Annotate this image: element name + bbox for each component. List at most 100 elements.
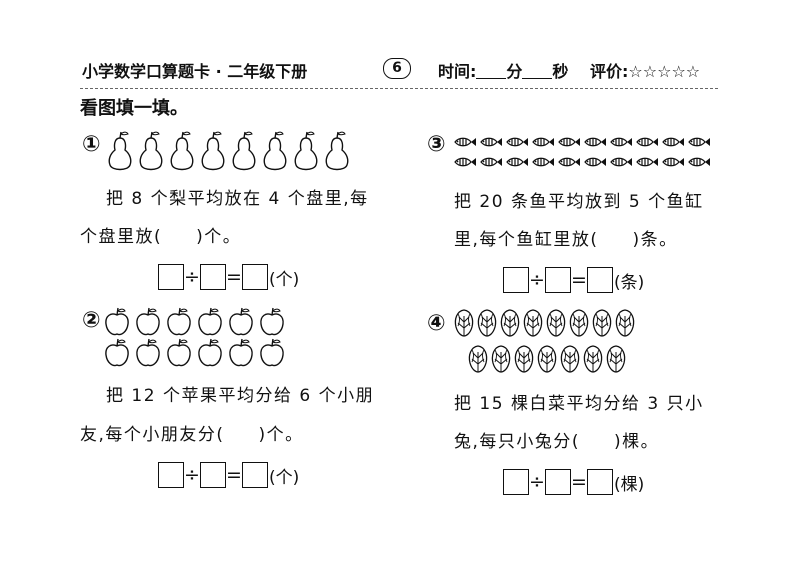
dividend-box[interactable] — [503, 469, 529, 495]
quotient-box[interactable] — [242, 264, 268, 290]
rating-stars[interactable]: ☆☆☆☆☆ — [628, 62, 701, 81]
apple-icon — [105, 307, 129, 336]
cabbage-icon — [500, 309, 520, 337]
cabbage-icon — [546, 309, 566, 337]
quotient-box[interactable] — [587, 469, 613, 495]
fish-icon — [584, 137, 607, 147]
divisor-box[interactable] — [200, 462, 226, 488]
division-sign: ÷ — [529, 269, 545, 291]
fish-icon — [610, 137, 633, 147]
fish-icon — [532, 137, 555, 147]
division-sign: ÷ — [184, 266, 200, 288]
apple-icon — [136, 307, 160, 336]
quotient-box[interactable] — [587, 267, 613, 293]
problem-4-text-line2: 兔,每只小兔分( )棵。 — [454, 431, 659, 453]
minute-unit: 分 — [506, 62, 523, 81]
cabbage-icon — [468, 345, 488, 373]
unit-label: (个) — [269, 467, 300, 488]
fish-icon — [506, 137, 529, 147]
seconds-blank[interactable] — [522, 64, 553, 79]
problem-4-equation: ÷ = (棵) — [503, 467, 644, 497]
divisor-box[interactable] — [200, 264, 226, 290]
apple-icon — [136, 338, 160, 367]
pear-icon — [108, 131, 132, 171]
pear-icon — [325, 131, 349, 171]
cabbage-icon — [569, 309, 589, 337]
problem-2-number: ② — [82, 308, 101, 333]
cabbage-icon — [514, 345, 534, 373]
problem-1-text-after: )个。 — [196, 227, 242, 247]
apple-icon — [167, 307, 191, 336]
worksheet-title: 小学数学口算题卡 · 二年级下册 — [82, 62, 308, 81]
cabbage-icon — [615, 309, 635, 337]
cabbage-icon — [523, 309, 543, 337]
division-sign: ÷ — [529, 471, 545, 493]
unit-label: (个) — [269, 269, 300, 290]
fish-icon — [480, 137, 503, 147]
pear-icon — [294, 131, 318, 171]
dividend-box[interactable] — [158, 462, 184, 488]
problem-1-equation: ÷ = (个) — [158, 262, 299, 292]
rating-label: 评价: — [590, 62, 629, 81]
fish-icon — [480, 157, 503, 167]
cabbage-icon — [477, 309, 497, 337]
problem-4-text-before: 兔,每只小兔分( — [454, 432, 581, 452]
fish-icon — [584, 157, 607, 167]
problem-2-text-after: )个。 — [258, 425, 304, 445]
problem-4-text-line1: 把 15 棵白菜平均分给 3 只小 — [454, 394, 704, 414]
cabbage-icon — [491, 345, 511, 373]
time-field: 时间:分秒 — [438, 58, 568, 82]
fish-icon — [636, 157, 659, 167]
fish-icon — [662, 137, 685, 147]
header-divider — [80, 88, 718, 89]
apple-icon — [198, 338, 222, 367]
dividend-box[interactable] — [158, 264, 184, 290]
minutes-blank[interactable] — [476, 64, 507, 79]
problem-4-text-after: )棵。 — [614, 432, 660, 452]
unit-label: (条) — [614, 272, 645, 293]
fish-icon — [688, 137, 711, 147]
fish-icon — [688, 157, 711, 167]
equals-sign: = — [226, 464, 242, 486]
problem-1-text-line1: 把 8 个梨平均放在 4 个盘里,每 — [106, 189, 369, 209]
problem-3-number: ③ — [427, 132, 446, 157]
problem-4-number: ④ — [427, 311, 446, 336]
equals-sign: = — [571, 471, 587, 493]
divisor-box[interactable] — [545, 267, 571, 293]
apple-icon — [260, 307, 284, 336]
problem-3-text-after: )条。 — [632, 230, 678, 250]
problem-2-text-before: 友,每个小朋友分( — [80, 425, 225, 445]
pear-icon — [232, 131, 256, 171]
pear-icon — [139, 131, 163, 171]
cabbage-icon — [606, 345, 626, 373]
dividend-box[interactable] — [503, 267, 529, 293]
problem-3-text-line2: 里,每个鱼缸里放( )条。 — [454, 229, 678, 251]
problem-3-equation: ÷ = (条) — [503, 265, 644, 295]
fish-icon — [454, 157, 477, 167]
fish-icon — [636, 137, 659, 147]
divisor-box[interactable] — [545, 469, 571, 495]
problem-1-text-line2: 个盘里放()个。 — [80, 226, 241, 248]
apple-icon — [229, 338, 253, 367]
apple-icon — [167, 338, 191, 367]
fish-icon — [532, 157, 555, 167]
quotient-box[interactable] — [242, 462, 268, 488]
apple-icon — [229, 307, 253, 336]
problem-3-text-before: 里,每个鱼缸里放( — [454, 230, 599, 250]
fish-icon — [662, 157, 685, 167]
cabbage-icon — [454, 309, 474, 337]
apple-icon — [105, 338, 129, 367]
equals-sign: = — [226, 266, 242, 288]
unit-label: (棵) — [614, 474, 645, 495]
time-label: 时间: — [438, 62, 477, 81]
pear-icon — [263, 131, 287, 171]
apple-icon — [198, 307, 222, 336]
problem-1-number: ① — [82, 132, 101, 157]
fish-icon — [610, 157, 633, 167]
pear-icon — [201, 131, 225, 171]
division-sign: ÷ — [184, 464, 200, 486]
cabbage-icon — [537, 345, 557, 373]
fish-icon-grid — [454, 137, 711, 167]
pear-icon-row — [108, 131, 349, 171]
fish-icon — [454, 137, 477, 147]
